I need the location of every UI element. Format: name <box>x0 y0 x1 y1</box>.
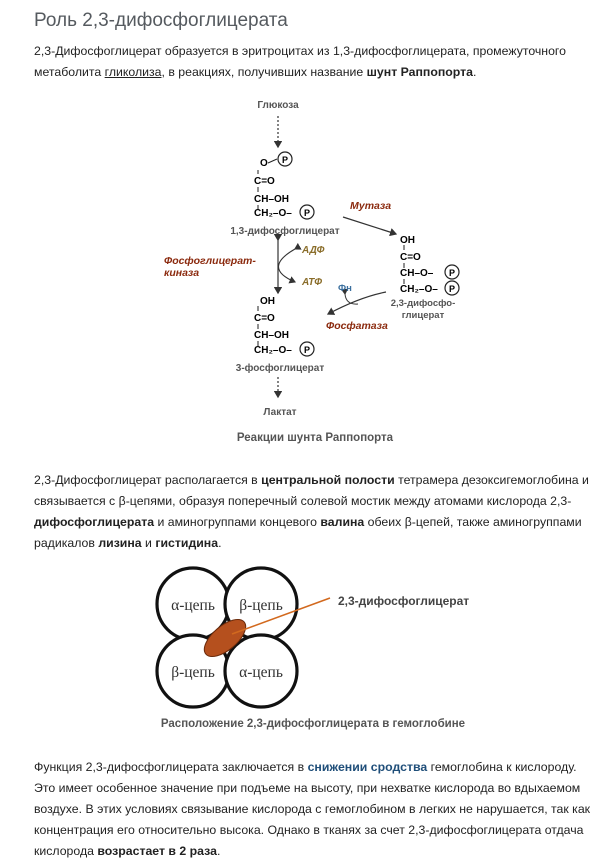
pg3-oh: OH <box>260 296 275 307</box>
p3-text-3: . <box>216 844 221 858</box>
mutase-arrow <box>342 216 398 237</box>
p2-bold-3: валина <box>320 515 365 529</box>
p1-text-3: . <box>473 65 477 79</box>
bpg23-co: C=O <box>400 252 421 263</box>
bpg23-oh: OH <box>400 235 415 246</box>
pg3-p-text: P <box>304 345 310 355</box>
lactate-label: Лактат <box>263 407 296 418</box>
p2-text-2: тетрамера дезоксигемоглобина и связывает… <box>34 473 589 508</box>
kinase-label-2: киназа <box>164 267 199 279</box>
article-title: Роль 2,3-дифосфоглицерата <box>34 10 288 31</box>
p3-text-1: Функция 2,3-дифосфоглицерата заключается… <box>34 760 308 774</box>
bpg23-label-2: глицерат <box>402 310 445 321</box>
scheme-caption: Реакции шунта Раппопорта <box>237 432 394 444</box>
bpg-pointer-line <box>231 597 331 635</box>
bpg23-p2-text: P <box>449 284 455 294</box>
bpg13-molecule: O P C=O CH–OH CH₂–O– P <box>254 151 315 220</box>
bpg23-cho: CH–O– <box>400 268 434 279</box>
bpg23-phosphate-2 <box>444 280 460 296</box>
alpha-chain-2-label: α-цепь <box>239 664 283 681</box>
bpg13-co: C=O <box>254 176 275 187</box>
mutase-label: Мутаза <box>350 200 391 212</box>
glucose-label: Глюкоза <box>257 100 299 111</box>
bpg23-molecule: OH C=O CH–O– P CH₂–O– P <box>400 235 460 296</box>
phosphatase-label: Фосфатаза <box>326 320 388 332</box>
p1-text-2: , в реакциях, получивших название <box>161 65 367 79</box>
glycolysis-link[interactable]: гликолиза <box>104 65 162 79</box>
pg3-co: C=O <box>254 313 275 324</box>
bpg23-label-1: 2,3-дифосфо- <box>391 298 456 309</box>
p2-text-6: . <box>218 536 222 550</box>
p3-text-2: гемоглобина к кислороду. Это имеет особе… <box>34 760 591 858</box>
bpg13-ch2o: CH₂–O– <box>254 208 292 219</box>
pg3-ch2o: CH₂–O– <box>254 345 292 356</box>
alpha-chain-2 <box>223 633 299 709</box>
paragraph-binding: 2,3-Дифосфоглицерат располагается в цент… <box>34 470 594 554</box>
p2-text-3: и аминогруппами концевого <box>154 515 321 529</box>
bpg13-p2-text: P <box>304 208 310 218</box>
bpg13-phosphate-1 <box>277 151 293 167</box>
pg3-label: 3-фосфоглицерат <box>236 362 325 374</box>
bpg13-o: O <box>260 158 268 169</box>
p2-bold-1: центральной полости <box>261 473 395 487</box>
p2-bold-2: дифосфоглицерата <box>34 515 155 529</box>
paragraph-function: Функция 2,3-дифосфоглицерата заключается… <box>34 757 594 862</box>
bpg23-p1-text: P <box>449 268 455 278</box>
pg3-phosphate <box>299 341 315 357</box>
affinity-link[interactable]: снижении сродства <box>307 760 428 774</box>
adp-atp-curve <box>277 242 302 284</box>
p2-bold-4: лизина <box>98 536 142 550</box>
beta-chain-2-label: β-цепь <box>171 664 215 681</box>
paragraph-intro: 2,3-Дифосфоглицерат образуется в эритроц… <box>34 41 594 83</box>
phosphatase-arrow <box>326 291 387 315</box>
phosphate-release-arrow <box>341 288 359 305</box>
bpg13-phosphate-2 <box>299 204 315 220</box>
beta-chain-1-label: β-цепь <box>239 597 283 614</box>
pg3-molecule: OH C=O CH–OH CH₂–O– P <box>254 296 315 357</box>
adp-label: АДФ <box>301 245 325 256</box>
p2-text-4: обеих β-цепей, также аминогруппами радик… <box>34 515 582 550</box>
bpg23-phosphate-1 <box>444 264 460 280</box>
p1-text-1: 2,3-Дифосфоглицерат образуется в эритроц… <box>34 44 566 79</box>
pg3-choh: CH–OH <box>254 330 289 341</box>
bpg13-choh: CH–OH <box>254 194 289 205</box>
p2-bold-5: гистидина <box>155 536 219 550</box>
atp-label: АТФ <box>301 277 322 288</box>
fn-label: Фн <box>338 283 352 294</box>
p3-bold-1: возрастает в 2 раза <box>97 844 217 858</box>
bpg-pointer-label: 2,3-дифосфоглицерат <box>338 594 469 608</box>
hemoglobin-caption: Расположение 2,3-дифосфоглицерата в гемо… <box>161 718 465 730</box>
hemoglobin-diagram: α-цепь β-цепь β-цепь α-цепь 2,3-дифосфог… <box>155 566 469 730</box>
p1-bold-1: шунт Раппопорта <box>366 65 474 79</box>
bpg13-p1-text: P <box>282 155 288 165</box>
bpg13-label: 1,3-дифосфоглицерат <box>230 225 339 237</box>
alpha-chain-1-label: α-цепь <box>171 597 215 614</box>
bpg23-ch2o: CH₂–O– <box>400 284 438 295</box>
p2-text-5: и <box>141 536 156 550</box>
bpg-molecule-ellipse <box>203 618 247 658</box>
p2-text-1: 2,3-Дифосфоглицерат располагается в <box>34 473 262 487</box>
rapoport-shunt-diagram: Глюкоза O P C=O CH–OH CH₂–O– P 1,3-дифос… <box>164 100 460 444</box>
kinase-label-1: Фосфоглицерат- <box>164 255 256 267</box>
